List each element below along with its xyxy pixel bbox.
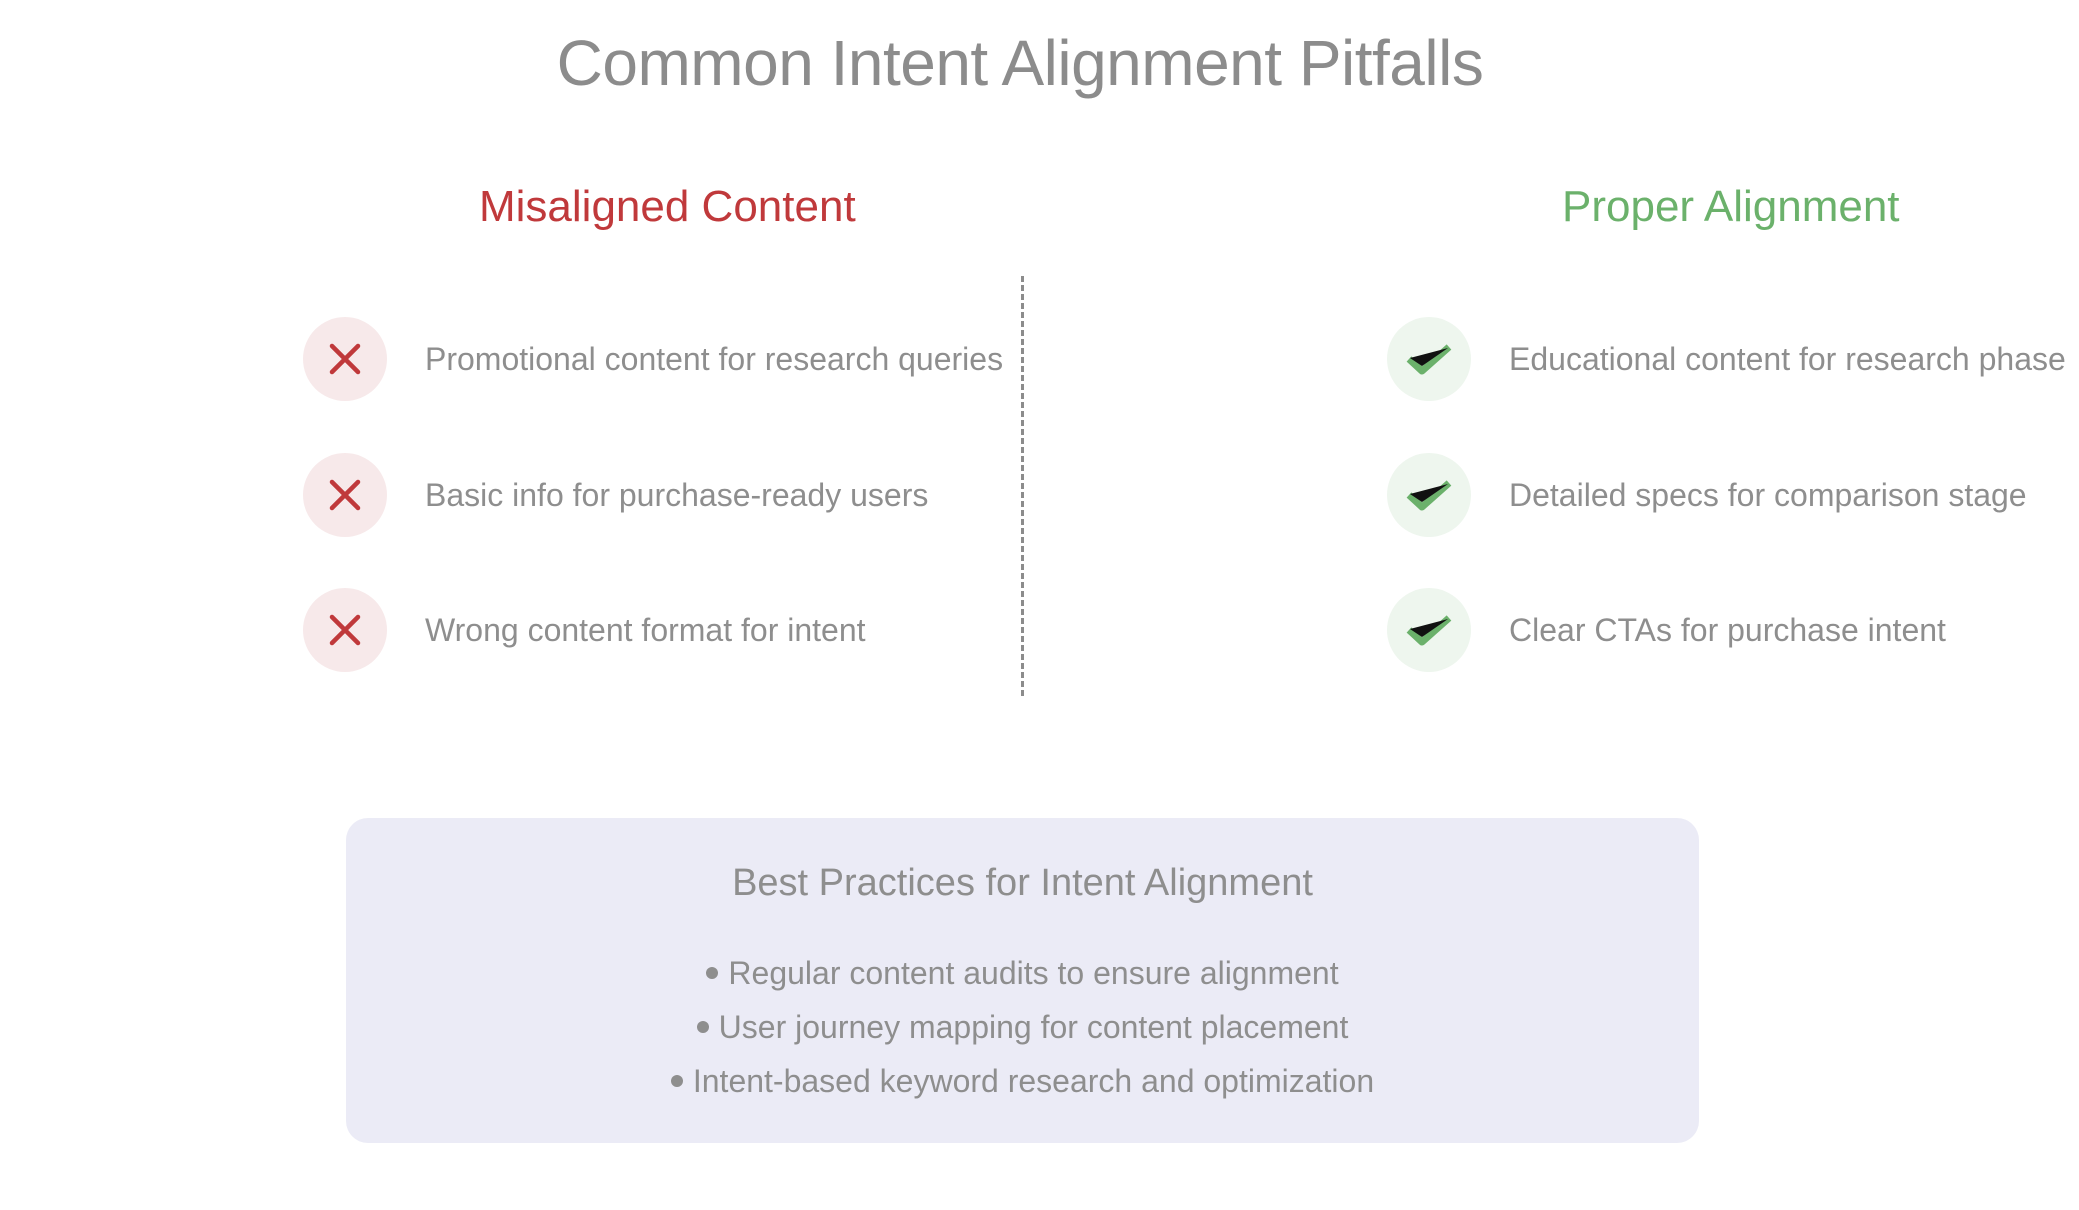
bullet-icon	[696, 1020, 709, 1033]
best-practices-list: Regular content audits to ensure alignme…	[346, 946, 1699, 1108]
best-practices-title: Best Practices for Intent Alignment	[732, 862, 1313, 904]
bullet-icon	[706, 966, 719, 979]
best-practice-item: Regular content audits to ensure alignme…	[346, 946, 1699, 1000]
column-divider	[1021, 276, 1024, 696]
checkmark-icon	[1387, 588, 1471, 672]
proper-item-text: Detailed specs for comparison stage	[1509, 476, 2027, 513]
page-title: Common Intent Alignment Pitfalls	[556, 27, 1484, 99]
best-practices-panel: Best Practices for Intent Alignment Regu…	[346, 818, 1699, 1143]
misaligned-item-text: Basic info for purchase-ready users	[425, 476, 929, 513]
cross-icon	[303, 453, 387, 537]
proper-item: Clear CTAs for purchase intent	[1387, 588, 1946, 672]
proper-heading: Proper Alignment	[1562, 182, 1900, 231]
proper-item-text: Educational content for research phase	[1509, 340, 2066, 377]
misaligned-item-text: Promotional content for research queries	[425, 340, 1004, 377]
best-practice-item: User journey mapping for content placeme…	[346, 1000, 1699, 1054]
misaligned-item: Wrong content format for intent	[303, 588, 866, 672]
proper-item: Detailed specs for comparison stage	[1387, 453, 2027, 537]
misaligned-item-text: Wrong content format for intent	[425, 611, 866, 648]
best-practice-item: Intent-based keyword research and optimi…	[346, 1054, 1699, 1108]
misaligned-item: Promotional content for research queries	[303, 317, 1003, 401]
bullet-icon	[670, 1074, 683, 1087]
proper-item-text: Clear CTAs for purchase intent	[1509, 611, 1946, 648]
checkmark-icon	[1387, 453, 1471, 537]
proper-item: Educational content for research phase	[1387, 317, 2066, 401]
cross-icon	[303, 588, 387, 672]
checkmark-icon	[1387, 317, 1471, 401]
misaligned-heading: Misaligned Content	[479, 182, 856, 231]
misaligned-item: Basic info for purchase-ready users	[303, 453, 928, 537]
cross-icon	[303, 317, 387, 401]
